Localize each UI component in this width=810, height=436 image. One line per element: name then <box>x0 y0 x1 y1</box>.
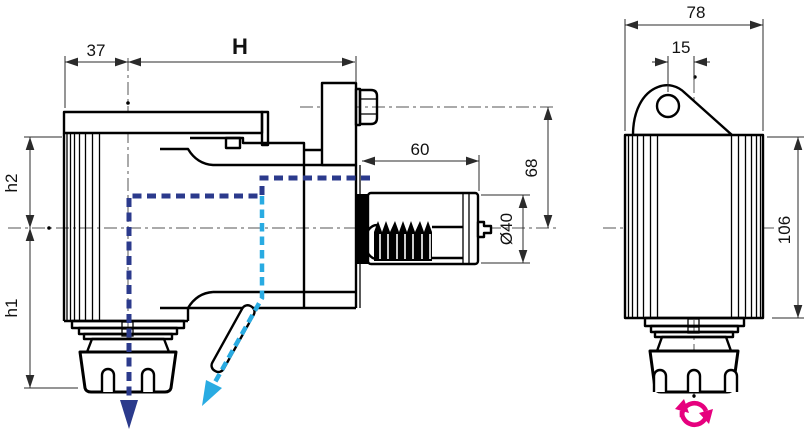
side-housing <box>623 133 765 320</box>
coolant-nozzle <box>210 304 256 374</box>
housing-ribs <box>66 133 101 321</box>
dim-H-label: H <box>232 34 248 59</box>
rotation-arrowhead-icon <box>675 399 689 413</box>
hex-bolt-head <box>358 88 379 126</box>
collet-nut-notches <box>100 367 156 392</box>
mounting-lug <box>631 84 734 137</box>
lug-hole <box>655 93 681 119</box>
clamp-screw-shaft <box>432 225 463 260</box>
clamp-bolt-block <box>320 81 358 167</box>
dim-37-label: 37 <box>87 41 106 60</box>
front-view: 37 H h2 h1 60 68 Ø40 <box>2 34 557 429</box>
dim-15-label: 15 <box>672 38 691 57</box>
reference-dot <box>692 394 696 398</box>
side-collet-assembly <box>643 316 746 394</box>
coolant-paths <box>120 175 370 429</box>
internal-coolant-path <box>126 175 370 402</box>
reference-dot <box>47 226 51 230</box>
dim-106-label: 106 <box>775 216 794 244</box>
rotation-symbol <box>675 399 713 428</box>
side-housing-ribs <box>627 136 762 317</box>
reference-dot <box>126 101 130 105</box>
side-dimensions: 78 15 106 <box>624 3 804 319</box>
extension-lines <box>24 56 530 389</box>
external-coolant-path <box>212 196 265 386</box>
clamp-screw-dome <box>363 223 378 261</box>
external-coolant-arrow-icon <box>202 380 222 406</box>
nose-center-tab <box>687 318 700 327</box>
dim-dia40-label: Ø40 <box>497 213 516 245</box>
front-body <box>62 81 379 323</box>
clamp-tooth <box>224 136 242 150</box>
internal-coolant-arrow-icon <box>120 400 138 429</box>
vdi-shank <box>357 191 493 266</box>
nose-center-tab <box>687 326 700 334</box>
top-plate-tab <box>260 110 270 147</box>
shank-groove <box>462 194 470 263</box>
side-body <box>623 84 765 320</box>
dim-78-label: 78 <box>687 3 706 22</box>
dim-h2-label: h2 <box>2 174 21 193</box>
rotation-arrowhead-icon <box>699 409 713 424</box>
side-view: 78 15 106 <box>603 3 804 428</box>
top-plate <box>62 110 264 135</box>
collet-nut-notches <box>652 368 739 392</box>
upper-flange <box>160 147 356 167</box>
rotation-arc-bottom <box>679 410 709 428</box>
dim-68-label: 68 <box>522 159 541 178</box>
thread-lines <box>379 234 431 259</box>
front-dimensions: 37 H h2 h1 60 68 Ø40 <box>2 34 553 389</box>
shank-gear-band <box>357 194 368 264</box>
extension-lines <box>624 19 804 319</box>
dim-60-label: 60 <box>411 140 430 159</box>
shank-tenon <box>476 220 493 239</box>
hex-bolt-facets <box>360 98 377 115</box>
dim-h1-label: h1 <box>2 299 21 318</box>
